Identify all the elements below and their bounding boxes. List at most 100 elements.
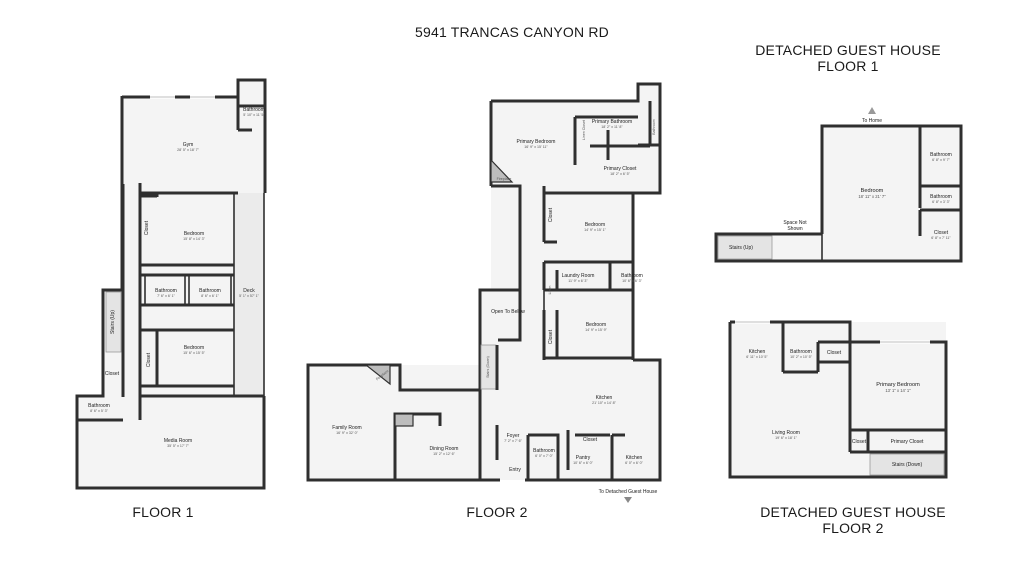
g2-kitchen-label: Kitchen	[749, 349, 766, 355]
f2-linen-closet-label: Linen Closet	[582, 120, 586, 140]
f2-foyer-label: Foyer	[507, 433, 520, 439]
g2-primary-bedroom-label: Primary Bedroom	[876, 382, 920, 388]
f1-closet-small-label: Closet	[105, 371, 120, 377]
f2-dining-room-dim: 15' 2" x 12' 6"	[433, 452, 455, 456]
g2-living-room-dim: 19' 6" x 18' 1"	[775, 436, 797, 440]
f2-closet-c-label: Closet	[583, 437, 598, 443]
f2-primary-bedroom-dim: 16' 9" x 15' 11"	[524, 145, 548, 149]
f2-entry-label: Entry	[509, 467, 521, 473]
arrow-down-icon	[624, 497, 632, 503]
f2-foyer-dim: 7' 2" x 7' 6"	[504, 439, 522, 443]
g1-stairs-up-label: Stairs (Up)	[729, 245, 753, 251]
f1-closet-upper-label: Closet	[144, 220, 150, 235]
page-title: 5941 TRANCAS CANYON RD	[415, 24, 609, 40]
f2-fireplace-label: Fireplace	[497, 177, 512, 181]
f1-bedroom-upper-label: Bedroom	[184, 231, 204, 237]
f1-media-room-label: Media Room	[164, 438, 192, 444]
f1-bathroom-left-label: Bathroom	[155, 288, 177, 294]
guest-f2-heading-line2: FLOOR 2	[822, 520, 883, 536]
floor2-label: FLOOR 2	[466, 504, 527, 520]
f2-family-room-dim: 16' 9" x 32' 0"	[336, 431, 358, 435]
g1-bathroom2-dim: 6' 8" x 3' 3"	[932, 200, 950, 204]
guest-f2-plan: Kitchen 6' 11" x 10' 5" Bathroom 10' 2" …	[728, 320, 948, 479]
f2-laundry-room-dim: 11' 9" x 6' 3"	[568, 279, 588, 283]
g1-bedroom-dim: 18' 11" x 21' 7"	[858, 194, 886, 199]
f2-bathroom-a-dim: 10' 6" x 6' 3"	[622, 279, 642, 283]
g2-bathroom-label: Bathroom	[790, 349, 812, 355]
floor1-label: FLOOR 1	[132, 504, 193, 520]
arrow-up-icon	[868, 107, 876, 114]
guest-f1-heading-line1: DETACHED GUEST HOUSE	[755, 42, 941, 58]
f2-bedroom-a-label: Bedroom	[585, 222, 605, 228]
f1-bedroom-lower-dim: 15' 6" x 15' 5"	[183, 351, 205, 355]
f2-kitchen-small-label: Kitchen	[626, 455, 643, 461]
f1-bathroom-top-dim: 5' 10" x 11' 5"	[243, 113, 265, 117]
f2-bedroom-a-dim: 14' 9" x 15' 1"	[584, 228, 606, 232]
f1-bedroom-lower-label: Bedroom	[184, 345, 204, 351]
f2-primary-closet-dim: 18' 2" x 6' 5"	[610, 172, 630, 176]
g2-stairs-down-label: Stairs (Down)	[892, 462, 923, 468]
f1-bathroom-bottom-dim: 8' 6" x 5' 3"	[90, 409, 108, 413]
guest-f1-heading-line2: FLOOR 1	[817, 58, 878, 74]
floor2-plan: Primary Bedroom 16' 9" x 15' 11" Primary…	[306, 82, 662, 503]
f1-gym-label: Gym	[183, 142, 194, 148]
f2-primary-bedroom-label: Primary Bedroom	[517, 139, 556, 145]
f2-stairs-down-label: Stairs (Down)	[486, 356, 490, 378]
f2-family-room-label: Family Room	[332, 425, 361, 431]
f2-open-to-below-label: Open To Below	[491, 309, 525, 315]
guest-f1-plan: To Home Bedroom 18' 11" x 21' 7" Bathroo…	[714, 107, 963, 263]
g2-primary-closet-label: Primary Closet	[891, 439, 924, 445]
g1-bathroom2-label: Bathroom	[930, 194, 952, 200]
f1-bedroom-upper-dim: 15' 8" x 14' 3"	[183, 237, 205, 241]
f1-deck-label: Deck	[243, 288, 255, 294]
f1-bathroom-right-dim: 8' 6" x 6' 1"	[201, 294, 219, 298]
g1-to-home-label: To Home	[862, 118, 882, 124]
f2-pantry-dim: 10' 6" x 6' 0"	[573, 461, 593, 465]
g1-bathroom1-dim: 6' 8" x 9' 7"	[932, 158, 950, 162]
f2-linen-label: Linen	[548, 286, 552, 295]
g2-closet-mid-label: Closet	[852, 439, 867, 445]
f2-kitchen-main-label: Kitchen	[596, 395, 613, 401]
f2-bathroom-a-label: Bathroom	[621, 273, 643, 279]
floor1-plan: Bathroom 5' 10" x 11' 5" Gym 28' 5" x 18…	[75, 78, 267, 490]
f2-bathroom-b-dim: 6' 0" x 7' 0"	[535, 454, 553, 458]
f2-bedroom-b-dim: 14' 9" x 15' 9"	[585, 328, 607, 332]
f2-kitchen-small-dim: 6' 0" x 6' 0"	[625, 461, 643, 465]
g2-living-room-label: Living Room	[772, 430, 800, 436]
f1-bathroom-bottom-label: Bathroom	[88, 403, 110, 409]
f1-closet-lower-label: Closet	[146, 352, 152, 367]
f2-primary-bathroom-dim: 18' 2" x 11' 8"	[601, 125, 623, 129]
f2-to-guest-house-label: To Detached Guest House	[599, 489, 658, 495]
g1-bathroom1-label: Bathroom	[930, 152, 952, 158]
f1-bathroom-left-dim: 7' 6" x 6' 1"	[157, 294, 175, 298]
guest-f2-heading-line1: DETACHED GUEST HOUSE	[760, 504, 946, 520]
g1-space-not-shown-2: Shown	[787, 226, 803, 232]
f1-bathroom-top-label: Bathroom	[243, 107, 265, 113]
g1-closet-dim: 6' 8" x 7' 11"	[931, 236, 951, 240]
g1-closet-label: Closet	[934, 230, 949, 236]
g1-bedroom-label: Bedroom	[861, 188, 884, 194]
f1-deck-dim: 5' 1" x 57' 1"	[239, 294, 259, 298]
f1-bathroom-right-label: Bathroom	[199, 288, 221, 294]
g2-primary-bedroom-dim: 13' 1" x 14' 1"	[885, 388, 911, 393]
g2-kitchen-dim: 6' 11" x 10' 5"	[746, 355, 768, 359]
f2-pantry-label: Pantry	[576, 455, 591, 461]
f2-bathroom-b-label: Bathroom	[533, 448, 555, 454]
f1-gym-dim: 28' 5" x 18' 7"	[177, 148, 199, 152]
g2-closet-top-label: Closet	[827, 350, 842, 356]
f1-stairs-up-label: Stairs (Up)	[110, 310, 116, 334]
f2-laundry-room-label: Laundry Room	[562, 273, 595, 279]
g1-space-not-shown-1: Space Not	[783, 220, 807, 226]
f2-closet-b-label: Closet	[548, 329, 554, 344]
f1-media-room-dim: 35' 5" x 17' 7"	[167, 444, 189, 448]
f2-closet-a-label: Closet	[548, 207, 554, 222]
f2-kitchen-main-dim: 21' 10" x 14' 8"	[592, 401, 616, 405]
f2-primary-bathroom-label: Primary Bathroom	[592, 119, 632, 125]
f2-dining-room-label: Dining Room	[430, 446, 459, 452]
f2-bedroom-b-label: Bedroom	[586, 322, 606, 328]
g2-bathroom-dim: 10' 2" x 10' 5"	[790, 355, 812, 359]
f2-bathroom-side-label: Bathroom	[652, 119, 656, 135]
f2-primary-closet-label: Primary Closet	[604, 166, 637, 172]
